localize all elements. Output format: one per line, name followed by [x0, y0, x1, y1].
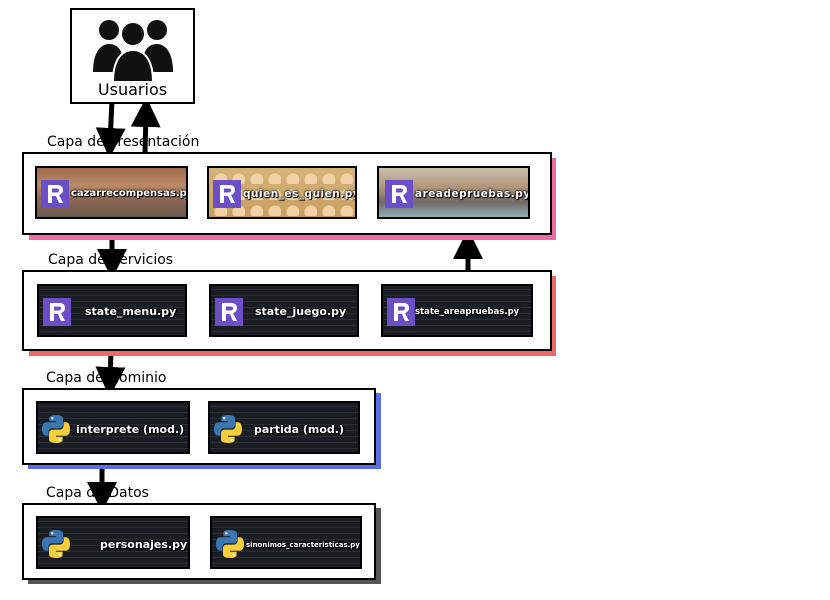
renpy-icon	[387, 298, 415, 326]
module-tile-state-areapruebas: state_areapruebas.py	[381, 284, 533, 337]
arrow-services-to-domain	[95, 350, 126, 397]
module-label: partida (mod.)	[254, 423, 345, 436]
renpy-icon	[213, 180, 241, 208]
arrow-presentation-to-users	[130, 97, 161, 154]
module-tile-areadepruebas: areadepruebas.py	[377, 166, 530, 219]
layer-title-dominio: Capa de Dominio	[46, 370, 167, 386]
module-label: interprete (mod.)	[76, 423, 185, 436]
layer-servicios: state_menu.py state_juego.py state_areap…	[22, 270, 552, 351]
module-tile-personajes: personajes.py	[36, 516, 190, 569]
module-tile-partida: partida (mod.)	[208, 401, 360, 454]
renpy-icon	[385, 180, 413, 208]
users-box: Usuarios	[70, 8, 195, 104]
arrow-users-to-presentation	[95, 99, 126, 158]
module-label: areadepruebas.py	[415, 188, 530, 200]
module-label: sinonimos_caracteristicas.py	[246, 541, 360, 549]
renpy-icon	[41, 180, 69, 208]
layer-dominio: interprete (mod.) partida (mod.)	[22, 388, 376, 465]
module-label: state_menu.py	[85, 305, 177, 318]
module-tile-interprete: interprete (mod.)	[36, 401, 190, 454]
layer-title-presentacion: Capa de Presentación	[47, 134, 200, 150]
renpy-icon	[215, 298, 243, 326]
layer-datos: personajes.py sinonimos_caracteristicas.…	[22, 503, 376, 580]
module-label: quien_es_quien.py	[243, 188, 357, 200]
module-tile-sinonimos-caracteristicas: sinonimos_caracteristicas.py	[210, 516, 362, 569]
python-icon	[42, 530, 70, 558]
users-label: Usuarios	[97, 80, 168, 99]
module-tile-state-menu: state_menu.py	[37, 284, 187, 337]
layer-title-datos: Capa de Datos	[46, 485, 149, 501]
module-label: cazarrecompensas.py	[71, 188, 188, 199]
module-tile-state-juego: state_juego.py	[209, 284, 359, 337]
layer-title-servicios: Capa de Servicios	[48, 252, 174, 268]
module-label: personajes.py	[100, 538, 188, 551]
module-tile-cazarrecompensas: cazarrecompensas.py	[35, 166, 188, 219]
python-icon	[216, 530, 244, 558]
module-tile-quien-es-quien: quien_es_quien.py	[207, 166, 357, 219]
python-icon	[42, 415, 70, 443]
renpy-icon	[43, 298, 71, 326]
python-icon	[214, 415, 242, 443]
layer-presentacion: cazarrecompensas.py quien_es_quien.py ar…	[22, 152, 552, 235]
users-group-icon	[93, 20, 173, 83]
module-label: state_areapruebas.py	[415, 307, 520, 317]
module-label: state_juego.py	[255, 305, 347, 318]
